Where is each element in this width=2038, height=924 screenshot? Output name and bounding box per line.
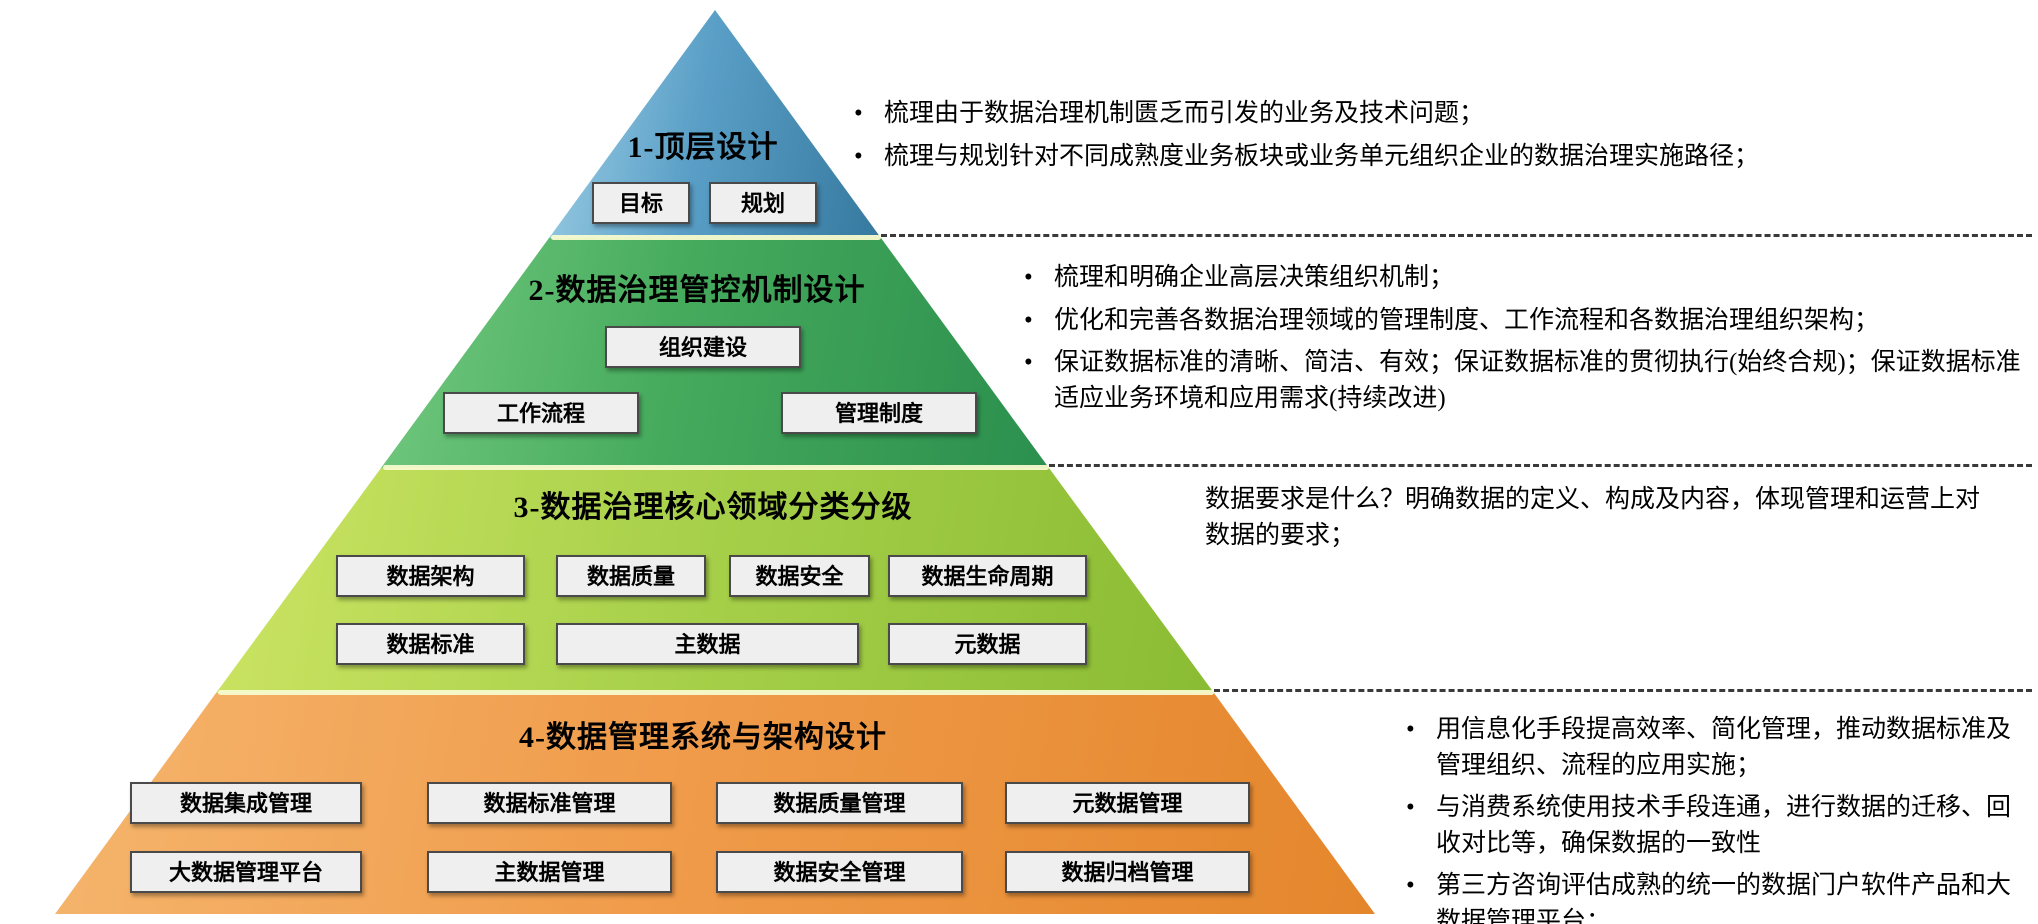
level-3-box-master-data: 主数据 (556, 623, 859, 665)
annotation-bullet: 梳理由于数据治理机制匮乏而引发的业务及技术问题； (848, 96, 2028, 132)
annotation-bullet: 梳理和明确企业高层决策组织机制； (1018, 260, 2028, 296)
level-4-box-masterdata-mgmt: 主数据管理 (427, 851, 672, 893)
annotation-bullet: 第三方咨询评估成熟的统一的数据门户软件产品和大数据管理平台； (1400, 868, 2028, 924)
annotation-text: 数据要求是什么？明确数据的定义、构成及内容，体现管理和运营上对数据的要求； (1205, 486, 1981, 549)
level-4-box-security-mgmt: 数据安全管理 (716, 851, 963, 893)
level-1-box-goal: 目标 (592, 182, 690, 224)
level-2-box-rules: 管理制度 (781, 392, 977, 434)
level-4-box-archive-mgmt: 数据归档管理 (1005, 851, 1250, 893)
dashed-divider-1 (881, 234, 2032, 237)
level-4-box-metadata-mgmt: 元数据管理 (1005, 782, 1250, 824)
level-1-annotations: 梳理由于数据治理机制匮乏而引发的业务及技术问题； 梳理与规划针对不同成熟度业务板… (848, 96, 2028, 181)
annotation-text: 保证数据标准的清晰、简洁、有效；保证数据标准的贯彻执行(始终合规)；保证数据标准… (1054, 349, 2021, 412)
level-3-box-lifecycle: 数据生命周期 (888, 555, 1087, 597)
annotation-text: 梳理由于数据治理机制匮乏而引发的业务及技术问题； (884, 100, 1485, 127)
level-2-annotations: 梳理和明确企业高层决策组织机制； 优化和完善各数据治理领域的管理制度、工作流程和… (1018, 260, 2028, 423)
annotation-text: 梳理与规划针对不同成熟度业务板块或业务单元组织企业的数据治理实施路径； (884, 142, 1760, 170)
annotation-text: 与消费系统使用技术手段连通，进行数据的迁移、回收对比等，确保数据的一致性 (1436, 794, 2012, 857)
annotation-text: 优化和完善各数据治理领域的管理制度、工作流程和各数据治理组织架构； (1054, 306, 1880, 334)
annotation-bullet: 优化和完善各数据治理领域的管理制度、工作流程和各数据治理组织架构； (1018, 303, 2028, 339)
level-3-box-quality: 数据质量 (556, 555, 706, 597)
level-3-box-standard: 数据标准 (336, 623, 525, 665)
annotation-text: 梳理和明确企业高层决策组织机制； (1054, 264, 1455, 291)
annotation-bullet: 与消费系统使用技术手段连通，进行数据的迁移、回收对比等，确保数据的一致性 (1400, 790, 2028, 861)
annotation-text: 用信息化手段提高效率、简化管理，推动数据标准及管理组织、流程的应用实施； (1436, 716, 2012, 779)
dashed-divider-3 (1214, 689, 2032, 692)
level-3-annotations: 数据要求是什么？明确数据的定义、构成及内容，体现管理和运营上对数据的要求； (1205, 482, 1995, 553)
level-3-box-architecture: 数据架构 (336, 555, 525, 597)
level-4-annotations: 用信息化手段提高效率、简化管理，推动数据标准及管理组织、流程的应用实施； 与消费… (1400, 712, 2028, 924)
level-3-box-metadata: 元数据 (888, 623, 1087, 665)
level-4-box-bigdata-platform: 大数据管理平台 (130, 851, 362, 893)
level-3-box-security: 数据安全 (729, 555, 870, 597)
annotation-bullet: 保证数据标准的清晰、简洁、有效；保证数据标准的贯彻执行(始终合规)；保证数据标准… (1018, 345, 2028, 416)
level-separator-strip-2 (383, 465, 1049, 470)
level-2-title: 2-数据治理管控机制设计 (528, 274, 866, 307)
level-1-box-plan: 规划 (709, 182, 817, 224)
level-4-box-standard-mgmt: 数据标准管理 (427, 782, 672, 824)
dashed-divider-2 (1049, 464, 2032, 467)
level-separator-strip-1 (551, 235, 881, 240)
annotation-text: 第三方咨询评估成熟的统一的数据门户软件产品和大数据管理平台； (1436, 872, 2012, 924)
level-1-title: 1-顶层设计 (627, 131, 779, 164)
annotation-bullet: 梳理与规划针对不同成熟度业务板块或业务单元组织企业的数据治理实施路径； (848, 139, 2028, 175)
annotation-bullet: 用信息化手段提高效率、简化管理，推动数据标准及管理组织、流程的应用实施； (1400, 712, 2028, 783)
level-4-title: 4-数据管理系统与架构设计 (519, 721, 887, 754)
level-separator-strip-3 (218, 690, 1214, 695)
level-3-title: 3-数据治理核心领域分类分级 (513, 491, 913, 524)
level-4-box-quality-mgmt: 数据质量管理 (716, 782, 963, 824)
level-2-box-org: 组织建设 (605, 326, 801, 368)
level-2-box-workflow: 工作流程 (443, 392, 639, 434)
level-4-box-integration: 数据集成管理 (130, 782, 362, 824)
